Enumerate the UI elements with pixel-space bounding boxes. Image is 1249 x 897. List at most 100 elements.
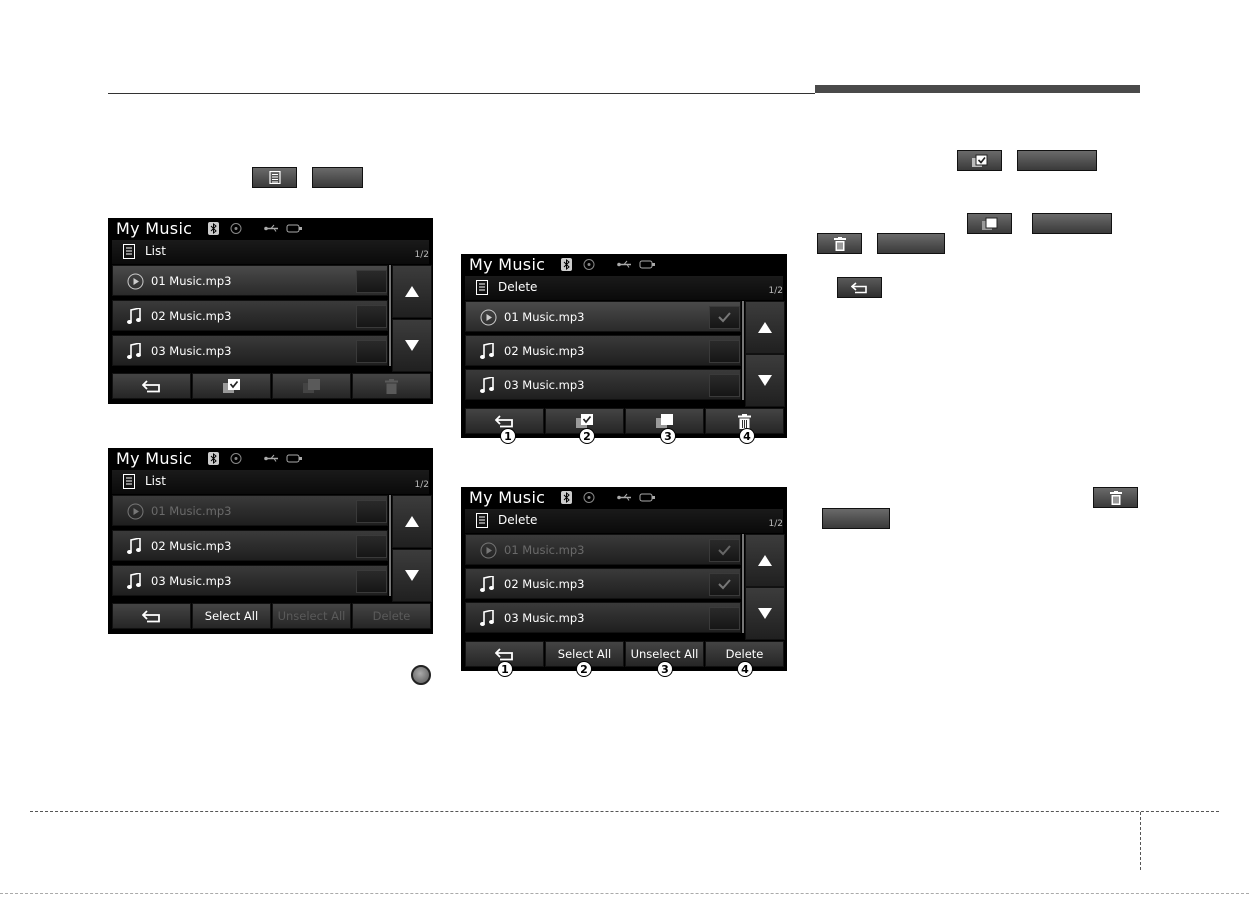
scroll-down-button[interactable] [745,354,785,407]
scroll-up-button[interactable] [392,265,432,318]
triangle-down-icon [405,570,419,581]
list-button-reference [252,167,297,188]
callout-2: 2 [576,661,592,677]
track-checkbox[interactable] [709,374,740,397]
track-checkbox[interactable] [356,535,387,558]
delete-button[interactable] [352,373,431,399]
scroll-up-button[interactable] [745,301,785,354]
footer-dashed-rule [30,811,1219,812]
music-note-icon [480,576,494,592]
blank-button-reference [877,233,945,254]
scrollbar[interactable] [389,495,391,596]
unselect-all-button[interactable]: Unselect All [272,603,351,629]
unselect-all-icon [655,414,673,428]
back-button[interactable] [112,373,191,399]
play-icon [480,309,497,326]
checkmark-icon [718,312,731,323]
back-icon [141,609,160,622]
list-item[interactable]: 03 Music.mp3 [112,565,388,596]
list-item[interactable]: 01 Music.mp3 [112,265,388,296]
select-all-button[interactable] [192,373,271,399]
trash-icon [738,413,751,429]
list-label: List [145,474,166,488]
screen-delete: My Music Delete 1/2 01 Music.mp3 02 Musi… [461,254,787,438]
select-all-icon [971,154,987,167]
scrollbar[interactable] [389,265,391,366]
select-all-button[interactable]: Select All [545,641,624,667]
delete-button-reference [1093,487,1138,508]
music-note-icon [480,610,494,626]
list-item[interactable]: 02 Music.mp3 [465,568,741,599]
screen-title: My Music [469,255,546,274]
screen-title: My Music [116,449,193,468]
callout-2: 2 [579,428,595,444]
list-header: List 1/2 [112,470,429,494]
track-checkbox[interactable] [356,340,387,363]
status-icons [561,491,655,504]
list-icon [476,513,488,528]
page-indicator: 1/2 [414,480,429,490]
blank-button-reference [1032,213,1112,234]
list-header: Delete 1/2 [465,276,783,300]
unselect-all-button[interactable] [272,373,351,399]
track-checkbox-checked[interactable] [709,573,740,596]
music-note-icon [127,573,141,589]
back-button[interactable] [112,603,191,629]
track-checkbox[interactable] [709,340,740,363]
list-item[interactable]: 01 Music.mp3 [465,301,741,332]
track-checkbox[interactable] [356,570,387,593]
list-item[interactable]: 03 Music.mp3 [465,369,741,400]
back-button-reference [837,277,882,298]
select-all-button[interactable]: Select All [192,603,271,629]
track-checkbox-checked[interactable] [709,306,740,329]
scroll-up-button[interactable] [392,495,432,548]
triangle-up-icon [758,555,772,566]
triangle-up-icon [758,322,772,333]
blank-button-reference [312,167,363,188]
scroll-up-button[interactable] [745,534,785,587]
status-icons [208,452,302,465]
footer-dashed-divider [1140,812,1141,870]
music-note-icon [127,308,141,324]
track-checkbox[interactable] [709,607,740,630]
track-name: 03 Music.mp3 [151,574,232,588]
status-icons [561,258,655,271]
music-note-icon [127,343,141,359]
list-icon [476,280,488,295]
back-icon [850,281,867,293]
track-checkbox[interactable] [356,270,387,293]
page-bottom-edge [0,893,1249,894]
callout-3: 3 [660,428,676,444]
checkmark-icon [718,579,731,590]
trash-icon [833,236,846,251]
unselect-all-button-reference [967,213,1012,234]
scroll-down-button[interactable] [745,587,785,640]
scroll-down-button[interactable] [392,549,432,602]
page-indicator: 1/2 [768,519,783,529]
list-item[interactable]: 01 Music.mp3 [112,495,388,526]
music-note-icon [127,538,141,554]
list-item[interactable]: 02 Music.mp3 [112,300,388,331]
track-name: 03 Music.mp3 [504,611,585,625]
tune-knob-icon [411,665,431,685]
select-all-icon [222,379,240,393]
header-rule [108,93,815,94]
blank-button-reference [822,508,890,529]
list-item[interactable]: 03 Music.mp3 [465,602,741,633]
track-name: 02 Music.mp3 [151,539,232,553]
track-checkbox[interactable] [356,305,387,328]
scroll-down-button[interactable] [392,319,432,372]
list-item[interactable]: 03 Music.mp3 [112,335,388,366]
unselect-all-icon [981,217,997,230]
list-item[interactable]: 01 Music.mp3 [465,534,741,565]
scrollbar[interactable] [742,534,744,633]
list-item[interactable]: 02 Music.mp3 [465,335,741,366]
track-checkbox[interactable] [356,500,387,523]
music-note-icon [480,343,494,359]
track-checkbox-checked[interactable] [709,539,740,562]
status-icons [208,222,302,235]
scrollbar[interactable] [742,301,744,400]
list-item[interactable]: 02 Music.mp3 [112,530,388,561]
callout-4: 4 [737,661,753,677]
delete-button[interactable]: Delete [352,603,431,629]
